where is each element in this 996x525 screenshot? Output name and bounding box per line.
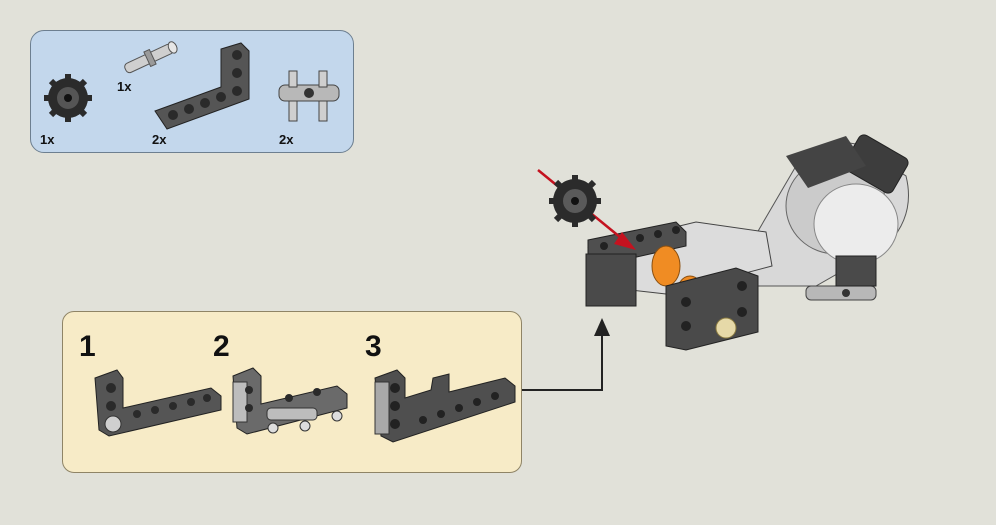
pin-part-icon bbox=[124, 41, 178, 74]
gear-part-icon bbox=[44, 74, 92, 122]
sub-assembly-panel: 1 2 3 bbox=[62, 311, 522, 473]
gear-callout-icon bbox=[549, 175, 601, 227]
step-3-illustration bbox=[374, 369, 516, 443]
step-number-3: 3 bbox=[365, 330, 382, 363]
step-number-2: 2 bbox=[213, 330, 230, 363]
step-1-illustration bbox=[94, 369, 222, 437]
cross-block-part-icon bbox=[278, 70, 340, 122]
parts-list-panel: 1x 1x 2x 2x bbox=[30, 30, 354, 153]
l-beam-part-icon bbox=[154, 42, 250, 130]
model-assembly-illustration bbox=[585, 134, 909, 351]
step-2-illustration bbox=[232, 367, 348, 435]
l-beam-qty: 2x bbox=[152, 132, 167, 147]
step-number-1: 1 bbox=[79, 330, 96, 363]
gear-qty: 1x bbox=[40, 132, 55, 147]
pin-qty: 1x bbox=[117, 79, 132, 94]
callout-arrow bbox=[522, 318, 610, 391]
cross-block-qty: 2x bbox=[279, 132, 294, 147]
